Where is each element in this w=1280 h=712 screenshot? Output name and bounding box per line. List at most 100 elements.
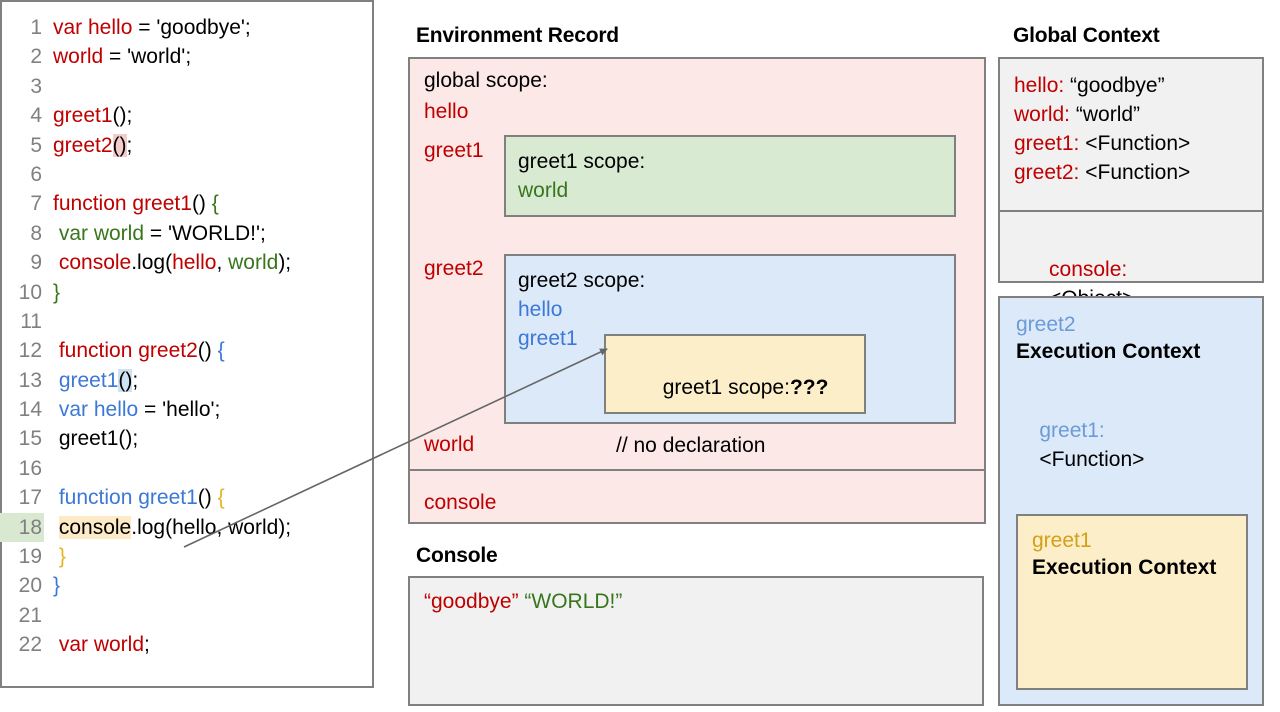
code-line[interactable]: 11 xyxy=(0,307,1280,336)
code-line-number: 22 xyxy=(18,633,42,657)
global-context-vars: hello: “goodbye”world: “world”greet1: <F… xyxy=(1000,59,1262,195)
code-token: function greet2 xyxy=(53,339,198,363)
console-output-token: “goodbye” xyxy=(424,590,519,613)
env-global-var-greet1: greet1 xyxy=(424,139,484,162)
code-line[interactable]: 3 xyxy=(0,72,1280,101)
environment-record-title: Environment Record xyxy=(416,24,619,47)
code-token: .log(hello, world); xyxy=(131,515,292,539)
greet2-scope-header: greet2 scope: xyxy=(518,269,646,292)
code-line[interactable]: 8 var world = 'WORLD!'; xyxy=(0,219,1280,248)
console-output-box[interactable]: “goodbye” “WORLD!” xyxy=(408,576,984,706)
code-token: ; xyxy=(126,133,133,157)
code-token: = 'goodbye'; xyxy=(132,16,251,39)
code-token xyxy=(53,516,59,539)
code-token: greet1 xyxy=(53,368,119,392)
code-token: var world xyxy=(53,633,145,657)
code-token: ); xyxy=(278,251,292,275)
greet2-execution-context-title: Execution Context xyxy=(1016,340,1201,363)
code-token: console xyxy=(58,515,132,539)
code-line-number: 4 xyxy=(30,104,42,128)
code-line[interactable]: 20} xyxy=(0,571,1280,600)
code-line[interactable]: 13 greet1(); xyxy=(0,366,1280,395)
code-token: greet2 xyxy=(53,133,113,157)
code-line-number: 2 xyxy=(30,45,42,69)
code-token: = 'WORLD!'; xyxy=(144,221,266,245)
code-line-number: 5 xyxy=(30,133,42,157)
console-output-line: “goodbye” “WORLD!” xyxy=(424,590,968,614)
global-context-var-name: greet2: xyxy=(1014,161,1080,184)
global-context-var-value: “goodbye” xyxy=(1064,74,1165,97)
greet1-scope-box: greet1 scope: world xyxy=(504,135,956,217)
greet2-scope-var-hello: hello xyxy=(518,298,563,321)
code-line[interactable]: 21 xyxy=(0,601,1280,630)
code-token: () xyxy=(197,486,218,510)
code-token: () xyxy=(112,133,127,157)
code-line[interactable]: 19 } xyxy=(0,542,1280,571)
code-line-number: 6 xyxy=(30,162,42,186)
code-line-number: 8 xyxy=(30,221,42,245)
code-token: (); xyxy=(112,104,133,128)
code-token: () xyxy=(191,192,212,216)
greet2-ec-var-greet1-value: <Function> xyxy=(1039,448,1145,471)
environment-record-box: global scope: hello greet1 greet2 world … xyxy=(408,57,986,524)
code-line-number: 15 xyxy=(18,427,42,451)
global-context-var-row: greet2: <Function> xyxy=(1014,158,1248,187)
code-line[interactable]: 22 var world; xyxy=(0,630,1280,659)
global-context-separator xyxy=(1000,210,1262,212)
code-token: } xyxy=(53,280,61,304)
code-line[interactable]: 6 xyxy=(0,160,1280,189)
console-output-token: “WORLD!” xyxy=(518,590,623,613)
greet1-inner-note: // no declaration xyxy=(616,434,766,457)
code-line-number: 16 xyxy=(18,456,42,480)
code-token: var world xyxy=(53,221,145,245)
greet2-execution-context-name: greet2 xyxy=(1016,313,1076,336)
global-context-var-value: “world” xyxy=(1070,103,1141,126)
global-context-var-name: hello: xyxy=(1014,74,1065,97)
code-line-number: 19 xyxy=(18,545,42,569)
code-token: () xyxy=(197,339,218,363)
code-token: ; xyxy=(144,633,150,657)
code-line[interactable]: 10} xyxy=(0,278,1280,307)
code-line-number: 20 xyxy=(18,574,42,598)
greet2-scope-var-greet1: greet1 xyxy=(518,327,578,350)
code-token: } xyxy=(53,545,66,569)
code-line-number: 12 xyxy=(18,339,42,363)
code-token: var hello xyxy=(53,16,133,39)
env-global-var-world: world xyxy=(424,433,475,456)
greet1-inner-header: greet1 scope: xyxy=(662,376,790,399)
global-context-var-row: hello: “goodbye” xyxy=(1014,71,1248,100)
code-token: greet1 xyxy=(53,104,113,128)
code-token: { xyxy=(217,486,225,510)
greet1-execution-context-box: greet1 Execution Context xyxy=(1016,514,1248,690)
code-line-number: 9 xyxy=(30,251,42,275)
code-line-number: 21 xyxy=(18,603,42,627)
global-context-console-colon: : xyxy=(1121,258,1128,281)
code-token: function greet1 xyxy=(53,192,192,216)
code-token: console xyxy=(53,251,132,275)
code-line[interactable]: 2 world = 'world'; xyxy=(0,42,1280,71)
global-context-var-value: <Function> xyxy=(1079,161,1191,184)
code-token: world xyxy=(53,45,104,69)
global-context-box: hello: “goodbye”world: “world”greet1: <F… xyxy=(998,57,1264,310)
greet2-scope-box: greet2 scope: hello greet1 greet1 scope:… xyxy=(504,254,956,457)
code-token: () xyxy=(118,368,133,392)
code-token: world xyxy=(228,251,279,275)
code-line[interactable]: 4 greet1(); xyxy=(0,101,1280,130)
code-line[interactable]: 9 console.log(hello, world); xyxy=(0,248,1280,277)
code-line[interactable]: 15 greet1(); xyxy=(0,424,1280,453)
code-token: = 'world'; xyxy=(103,45,192,69)
greet2-ec-var-greet1-name: greet1 xyxy=(1039,419,1099,442)
code-line[interactable]: 16 xyxy=(0,454,1280,483)
code-line-number: 18 xyxy=(0,512,44,543)
code-token: hello xyxy=(172,251,217,275)
code-token: { xyxy=(211,192,219,216)
code-line[interactable]: 5 greet2(); xyxy=(0,131,1280,160)
code-line-number: 14 xyxy=(18,398,42,422)
global-context-console-name: console xyxy=(1049,258,1122,281)
greet2-ec-var-greet1: greet1: <Function> xyxy=(1016,387,1246,503)
env-global-var-hello: hello xyxy=(424,100,469,123)
greet1-inner-unknown-marker: ??? xyxy=(789,376,829,399)
